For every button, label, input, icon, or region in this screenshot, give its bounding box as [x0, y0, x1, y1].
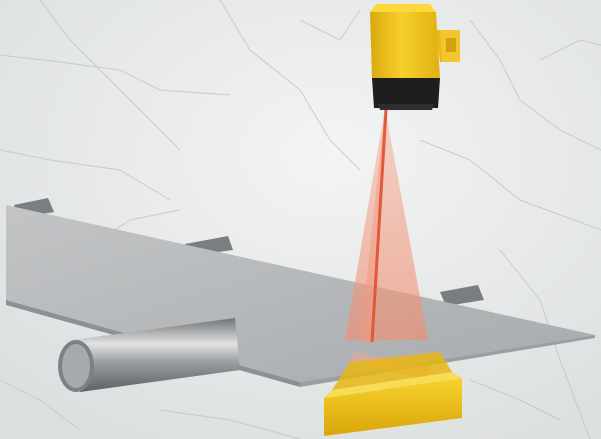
laser-sensor-scene — [0, 0, 601, 439]
